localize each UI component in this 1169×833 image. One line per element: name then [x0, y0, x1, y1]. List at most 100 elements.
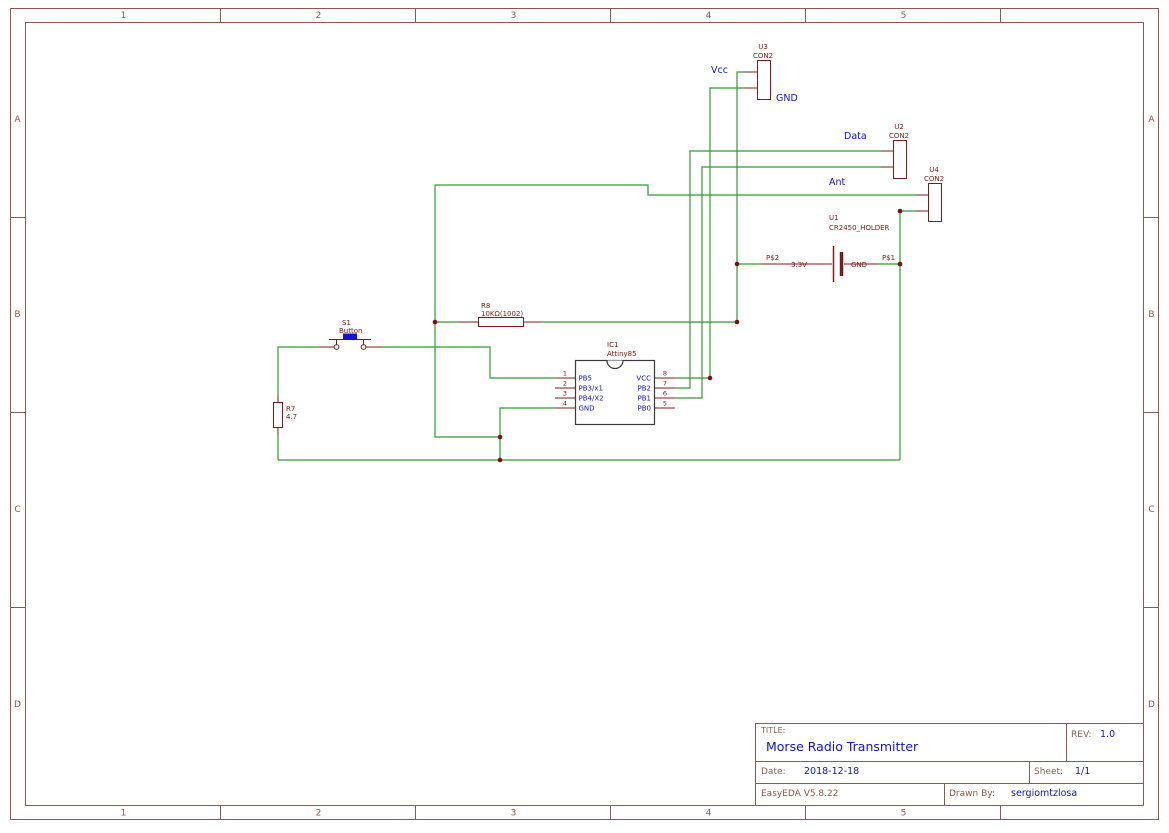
wires[interactable] — [277, 71, 916, 461]
wire[interactable] — [675, 150, 881, 389]
ruler-column-label: 4 — [706, 11, 712, 21]
pin-name: GND — [579, 405, 595, 413]
wire[interactable] — [499, 407, 555, 460]
pin-number: 2 — [563, 380, 567, 388]
rev-value: 1.0 — [1100, 729, 1115, 740]
junction-dot — [897, 261, 903, 267]
pin-label: P$1 — [882, 254, 895, 262]
net-label-data[interactable]: Data — [844, 131, 867, 142]
ruler-row-label: C — [1148, 505, 1154, 515]
pin-name: PB5 — [579, 375, 592, 383]
ruler-row-label: A — [1148, 115, 1155, 125]
ref-label: R8 — [481, 302, 490, 310]
value-label: 10KΩ(1002) — [481, 310, 523, 318]
component-u4-con2[interactable]: U4 CON2 — [916, 166, 944, 222]
ic-notch — [606, 360, 624, 370]
component-r7-resistor[interactable]: R7 4.7 — [273, 395, 298, 435]
ruler-row-label: D — [1148, 700, 1155, 710]
ic-body — [574, 359, 656, 426]
battery-positive-net-label: 3.3V — [791, 261, 807, 269]
wire[interactable] — [277, 346, 318, 395]
wire[interactable] — [382, 346, 555, 379]
value-label: CON2 — [924, 175, 944, 183]
junction-dot — [734, 319, 740, 325]
switch-contact — [360, 344, 367, 350]
ref-label: U2 — [894, 123, 904, 131]
ruler-column-label: 3 — [511, 11, 517, 21]
junction-dot — [734, 261, 740, 267]
connector-body — [893, 140, 907, 179]
junction-dot — [432, 319, 438, 325]
pin-number: 6 — [663, 390, 667, 398]
battery-negative-net-label: GND — [851, 261, 867, 269]
pin-number: 5 — [663, 400, 667, 408]
component-u3-con2[interactable]: U3 CON2 — [745, 43, 773, 100]
ruler-column-label: 4 — [706, 809, 712, 819]
junction-dot — [707, 375, 713, 381]
net-label-gnd[interactable]: GND — [776, 93, 798, 104]
date-label: Date: — [761, 767, 786, 777]
wire[interactable] — [899, 210, 916, 264]
pin-number: 4 — [563, 400, 567, 408]
ref-label: S1 — [342, 319, 351, 327]
junction-dot — [497, 457, 503, 463]
connector-body — [757, 60, 771, 100]
value-label: CON2 — [753, 52, 773, 60]
resistor-body — [273, 402, 283, 428]
wire[interactable] — [675, 166, 881, 399]
junction-dots — [432, 208, 903, 463]
component-ic1-attiny85[interactable]: 1 2 3 4 8 7 6 5 PB5 PB3/x1 PB4/X2 GND VC… — [555, 341, 675, 426]
component-u1-battery[interactable]: U1 CR2450_HOLDER P$2 3.3V GND P$1 — [762, 214, 895, 282]
wire[interactable] — [736, 71, 745, 322]
value-label: Attiny85 — [607, 350, 637, 358]
ruler-column-label: 1 — [121, 11, 127, 21]
pin-number: 8 — [663, 370, 667, 378]
drawn-by-label: Drawn By: — [949, 789, 995, 799]
button-cap — [343, 333, 357, 340]
ruler-row-label: C — [14, 505, 20, 515]
ref-label: U1 — [829, 214, 839, 222]
resistor-body — [478, 317, 524, 327]
ruler-row-label: B — [1148, 310, 1154, 320]
date-value: 2018-12-18 — [804, 766, 859, 777]
net-label-vcc[interactable]: Vcc — [711, 65, 728, 76]
pin-name: VCC — [636, 375, 651, 383]
value-label: Button — [339, 327, 362, 335]
pin-number: 3 — [563, 390, 567, 398]
ref-label: R7 — [286, 405, 295, 413]
ruler-column-label: 5 — [901, 809, 907, 819]
ruler-column-label: 5 — [901, 11, 907, 21]
value-label: CR2450_HOLDER — [829, 224, 890, 232]
value-label: 4.7 — [286, 413, 297, 421]
ruler-column-label: 1 — [121, 809, 127, 819]
ruler-column-label: 2 — [316, 11, 322, 21]
rev-label: REV: — [1071, 730, 1091, 740]
connector-body — [928, 183, 942, 222]
drawn-by-value: sergiomtzlosa — [1011, 788, 1077, 799]
net-label-ant[interactable]: Ant — [829, 177, 846, 188]
pin-label: P$2 — [766, 254, 779, 262]
net-labels: Vcc GND Data Ant — [711, 65, 867, 188]
pin-name: PB1 — [638, 395, 651, 403]
pin-name: PB2 — [638, 385, 651, 393]
component-r8-resistor[interactable]: R8 10KΩ(1002) — [458, 302, 542, 327]
pin-name: PB4/X2 — [579, 395, 604, 403]
sheet-value: 1/1 — [1075, 766, 1090, 777]
wire[interactable] — [434, 184, 916, 438]
ruler-column-label: 3 — [511, 809, 517, 819]
ruler-row-label: D — [14, 700, 21, 710]
title-label: TITLE: — [760, 726, 785, 735]
title-block-border — [755, 723, 1144, 806]
ruler-ticks — [10, 8, 1159, 820]
frame-outer-border — [10, 8, 1159, 820]
pin-name: PB0 — [638, 405, 651, 413]
schematic-title: Morse Radio Transmitter — [766, 739, 919, 754]
wire[interactable] — [709, 87, 745, 378]
pin-name: PB3/x1 — [579, 385, 603, 393]
title-block-dividers — [755, 723, 1144, 806]
component-u2-con2[interactable]: U2 CON2 — [881, 123, 909, 179]
component-s1-button[interactable]: S1 Button — [318, 319, 382, 350]
